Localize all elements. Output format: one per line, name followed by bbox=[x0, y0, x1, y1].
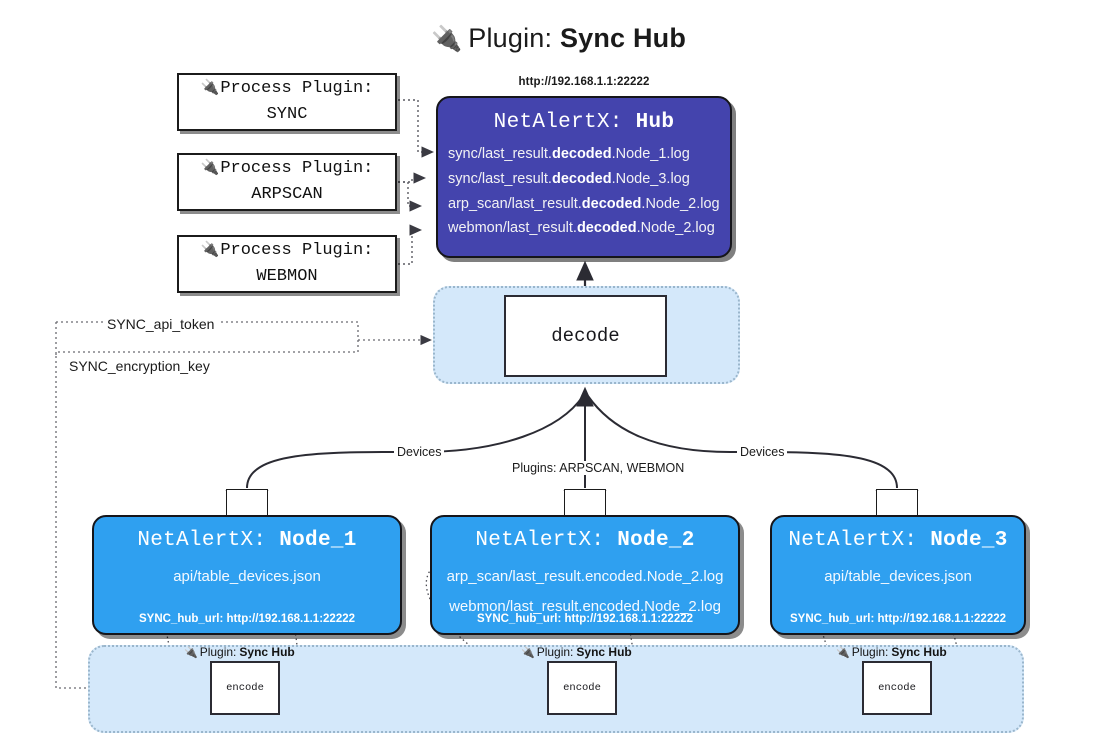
hub-row-strong: decoded bbox=[581, 196, 642, 212]
node-1-title-name: Node_1 bbox=[279, 529, 357, 552]
node-1-title: NetAlertX: Node_1 bbox=[94, 527, 400, 554]
node-box-node-1[interactable]: NetAlertX: Node_1 api/table_devices.json… bbox=[92, 515, 402, 635]
plug-icon: 🔌 bbox=[430, 25, 463, 53]
plug-icon: 🔌 bbox=[184, 646, 198, 659]
process-plugin-arpscan[interactable]: 🔌Process Plugin: ARPSCAN bbox=[177, 153, 397, 211]
node-2-title-name: Node_2 bbox=[617, 529, 695, 552]
page-title-name: Sync Hub bbox=[559, 23, 687, 53]
edge-label-devices-right: Devices bbox=[737, 445, 788, 459]
page-title-prefix: Plugin: bbox=[468, 23, 560, 53]
encode-box-node-1[interactable]: encode bbox=[210, 661, 280, 715]
hub-row-pre: sync/last_result. bbox=[448, 146, 552, 162]
edge-arpscan-plugin-to-hub-b bbox=[398, 181, 423, 212]
node-box-node-2[interactable]: NetAlertX: Node_2 arp_scan/last_result.e… bbox=[430, 515, 740, 635]
node-1-line: api/table_devices.json bbox=[173, 568, 321, 585]
label-sync-encryption-key: SYNC_encryption_key bbox=[65, 358, 214, 374]
encode-1-caption-name: Sync Hub bbox=[239, 645, 295, 659]
decode-box[interactable]: decode bbox=[504, 295, 667, 377]
label-sync-api-token: SYNC_api_token bbox=[103, 316, 219, 332]
hub-row-pre: webmon/last_result. bbox=[448, 220, 577, 236]
hub-row-post: .Node_3.log bbox=[611, 171, 690, 187]
hub-row: sync/last_result.decoded.Node_1.log bbox=[438, 142, 730, 167]
plug-icon: 🔌 bbox=[200, 80, 220, 97]
encode-3-caption-prefix: Plugin: bbox=[851, 645, 889, 659]
page-title: 🔌Plugin: Sync Hub bbox=[0, 18, 1117, 59]
node-3-title-name: Node_3 bbox=[930, 529, 1008, 552]
process-plugin-webmon-label: Process Plugin: bbox=[220, 241, 374, 260]
hub-row: arp_scan/last_result.decoded.Node_2.log bbox=[438, 192, 730, 216]
hub-box[interactable]: NetAlertX: Hub sync/last_result.decoded.… bbox=[436, 96, 732, 258]
encode-2-caption-name: Sync Hub bbox=[576, 645, 632, 659]
process-plugin-sync-label: Process Plugin: bbox=[220, 79, 374, 98]
hub-row-post: .Node_2.log bbox=[641, 196, 720, 212]
node-2-title: NetAlertX: Node_2 bbox=[432, 527, 738, 554]
node-3-hub-url: SYNC_hub_url: http://192.168.1.1:22222 bbox=[789, 613, 1007, 625]
hub-row-post: .Node_2.log bbox=[636, 220, 715, 236]
process-plugin-sync-name: SYNC bbox=[266, 105, 308, 124]
node-3-line: api/table_devices.json bbox=[824, 568, 972, 585]
encode-1-caption-prefix: Plugin: bbox=[199, 645, 237, 659]
process-plugin-webmon-name: WEBMON bbox=[256, 267, 318, 286]
hub-row-post: .Node_1.log bbox=[611, 146, 690, 162]
edge-sync-plugin-to-hub bbox=[398, 99, 435, 158]
plug-icon: 🔌 bbox=[836, 646, 850, 659]
plug-icon: 🔌 bbox=[200, 160, 220, 177]
hub-row-pre: arp_scan/last_result. bbox=[448, 196, 582, 212]
node-2-title-prefix: NetAlertX: bbox=[475, 529, 618, 552]
node-2-line: arp_scan/last_result.encoded.Node_2.log bbox=[446, 568, 724, 585]
process-plugin-arpscan-line1: 🔌Process Plugin: bbox=[201, 156, 374, 182]
hub-title-name: Hub bbox=[635, 111, 675, 134]
encode-3-caption-name: Sync Hub bbox=[891, 645, 947, 659]
plug-icon: 🔌 bbox=[200, 242, 220, 259]
hub-row-list: sync/last_result.decoded.Node_1.log sync… bbox=[438, 142, 730, 240]
node-3-title: NetAlertX: Node_3 bbox=[772, 527, 1024, 554]
hub-title: NetAlertX: Hub bbox=[438, 110, 730, 136]
encode-box-node-2[interactable]: encode bbox=[547, 661, 617, 715]
hub-row-strong: decoded bbox=[551, 171, 612, 187]
process-plugin-webmon-line1: 🔌Process Plugin: bbox=[201, 238, 374, 264]
node-1-title-prefix: NetAlertX: bbox=[137, 529, 280, 552]
hub-row-strong: decoded bbox=[576, 220, 637, 236]
edge-webmon-plugin-to-hub bbox=[398, 224, 423, 265]
hub-row: webmon/last_result.decoded.Node_2.log bbox=[438, 216, 730, 240]
hub-row-strong: decoded bbox=[551, 146, 612, 162]
hub-url-label: http://192.168.1.1:22222 bbox=[518, 76, 650, 88]
node-1-hub-url: SYNC_hub_url: http://192.168.1.1:22222 bbox=[138, 613, 356, 625]
process-plugin-arpscan-label: Process Plugin: bbox=[220, 159, 374, 178]
edge-arpscan-plugin-to-hub-a bbox=[398, 172, 427, 184]
node-2-hub-url: SYNC_hub_url: http://192.168.1.1:22222 bbox=[476, 613, 694, 625]
encode-box-node-3[interactable]: encode bbox=[862, 661, 932, 715]
encode-1-caption: 🔌Plugin: Sync Hub bbox=[184, 645, 295, 659]
edge-label-devices-left: Devices bbox=[394, 445, 445, 459]
process-plugin-webmon[interactable]: 🔌Process Plugin: WEBMON bbox=[177, 235, 397, 293]
node-box-node-3[interactable]: NetAlertX: Node_3 api/table_devices.json… bbox=[770, 515, 1026, 635]
encode-2-caption: 🔌Plugin: Sync Hub bbox=[521, 645, 632, 659]
encode-3-caption: 🔌Plugin: Sync Hub bbox=[836, 645, 947, 659]
plug-icon: 🔌 bbox=[521, 646, 535, 659]
hub-row: sync/last_result.decoded.Node_3.log bbox=[438, 167, 730, 192]
process-plugin-arpscan-name: ARPSCAN bbox=[251, 185, 323, 204]
hub-row-pre: sync/last_result. bbox=[448, 171, 552, 187]
process-plugin-sync-line1: 🔌Process Plugin: bbox=[201, 76, 374, 102]
node-2-line: webmon/last_result.encoded.Node_2.log bbox=[449, 598, 721, 615]
edge-label-plugins-center: Plugins: ARPSCAN, WEBMON bbox=[509, 461, 688, 475]
encode-2-caption-prefix: Plugin: bbox=[536, 645, 574, 659]
node-3-title-prefix: NetAlertX: bbox=[788, 529, 931, 552]
process-plugin-sync[interactable]: 🔌Process Plugin: SYNC bbox=[177, 73, 397, 131]
hub-title-prefix: NetAlertX: bbox=[493, 111, 636, 134]
